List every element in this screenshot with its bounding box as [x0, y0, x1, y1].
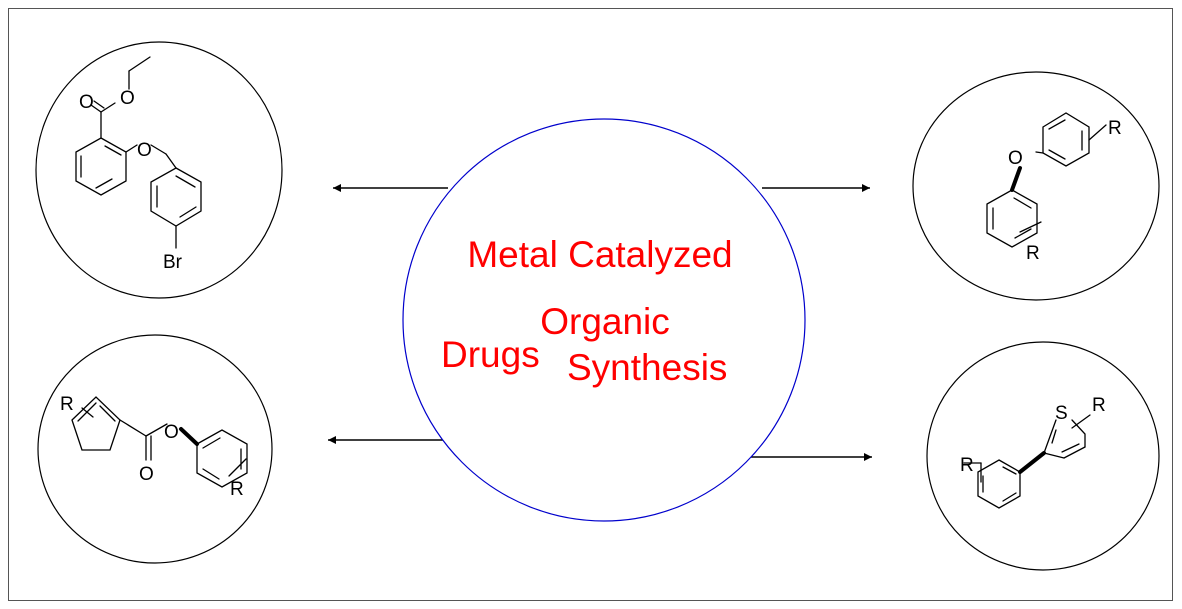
- r-group-bottom-left-ring: R: [60, 394, 74, 415]
- center-circle: [402, 118, 806, 522]
- r-group-bottom-right-thiophene: R: [1092, 395, 1106, 416]
- atom-o-ether-top-left: O: [137, 140, 152, 161]
- atom-o-ester-top-left: O: [120, 88, 135, 109]
- molecule-top-right-circle: [912, 71, 1160, 301]
- molecule-top-left-circle: [35, 41, 283, 299]
- r-group-top-right-lower: R: [1026, 243, 1040, 264]
- r-group-bottom-left-phenyl: R: [230, 479, 244, 500]
- r-group-bottom-right-phenyl: R: [960, 455, 974, 476]
- atom-o-ester-bottom-left: O: [164, 422, 179, 443]
- molecule-bottom-left: R O O R: [37, 334, 273, 564]
- atom-o-carbonyl-top-left: O: [79, 92, 94, 113]
- center-title-line3-right: Synthesis: [567, 347, 727, 388]
- molecule-top-left: O O O Br: [35, 41, 283, 299]
- molecule-bottom-right: S R R: [926, 341, 1160, 571]
- atom-o-carbonyl-bottom-left: O: [139, 464, 154, 485]
- center-title-line1: Metal Catalyzed: [467, 234, 732, 275]
- molecule-bottom-left-circle: [37, 334, 273, 564]
- atom-br-top-left: Br: [163, 252, 183, 273]
- atom-o-top-right: O: [1008, 148, 1023, 169]
- atom-s-bottom-right: S: [1055, 403, 1068, 424]
- center-title-line3-left: Drugs: [441, 334, 540, 375]
- center-node: Metal Catalyzed Organic Drugs Synthesis: [402, 118, 806, 522]
- r-group-top-right-upper: R: [1108, 118, 1122, 139]
- molecule-top-right: O R R: [912, 71, 1160, 301]
- diagram-frame: [8, 8, 1173, 601]
- molecule-bottom-right-circle: [926, 341, 1160, 571]
- center-title-line2: Organic: [540, 301, 670, 342]
